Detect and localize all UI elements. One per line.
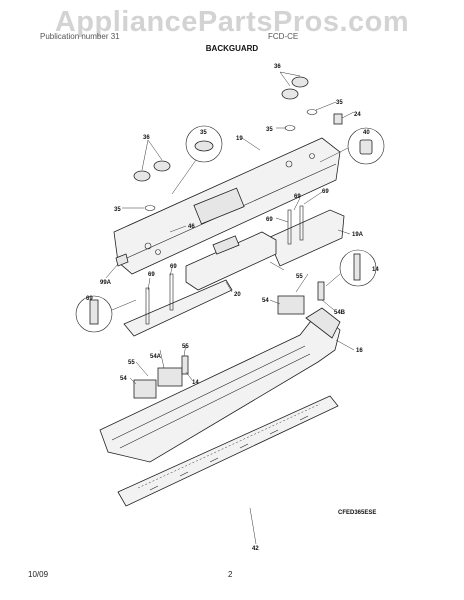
callout-14-right: 14 — [372, 267, 379, 273]
callout-46: 46 — [188, 224, 195, 230]
switch-part-54a — [157, 367, 183, 387]
callout-20: 20 — [234, 292, 241, 298]
leader-lines — [122, 71, 355, 545]
detail-circle-35 — [171, 125, 223, 195]
callout-19: 19 — [236, 136, 243, 142]
callout-69-b: 69 — [294, 194, 301, 200]
callout-24: 24 — [354, 112, 361, 118]
callout-55-right: 55 — [296, 274, 303, 280]
callout-69-d: 69 — [170, 264, 177, 270]
callout-54-left: 54 — [120, 376, 127, 382]
callout-35-mid: 35 — [266, 127, 273, 133]
callout-69-circle: 69 — [86, 296, 93, 302]
clip-part-99a — [105, 253, 129, 279]
callout-99a: 99A — [100, 280, 112, 286]
callout-35-top: 35 — [336, 100, 343, 106]
knob-part-36 — [133, 76, 309, 182]
screw-part-69 — [145, 205, 304, 325]
callout-35-circle: 35 — [200, 130, 207, 136]
sensor-part-14 — [181, 281, 325, 375]
switch-part-54-right — [277, 295, 305, 315]
callout-42: 42 — [252, 546, 259, 552]
detail-circle-40 — [319, 127, 385, 165]
callout-55-left: 55 — [182, 344, 189, 350]
callout-54-right: 54 — [262, 298, 269, 304]
control-board-part-20 — [185, 231, 277, 291]
callout-40: 40 — [363, 130, 370, 136]
page-number: 2 — [228, 570, 233, 579]
detail-circle-14 — [325, 249, 377, 287]
callout-54b: 54B — [334, 310, 346, 316]
trim-strip-part-42 — [117, 395, 339, 507]
callout-69-c: 69 — [266, 217, 273, 223]
detail-circle-69 — [75, 295, 137, 333]
side-panel-part-19a — [267, 209, 345, 267]
callout-16: 16 — [356, 348, 363, 354]
switch-part-54-left — [133, 379, 157, 399]
model-header: FCD-CE — [268, 32, 299, 41]
footer-date: 10/09 — [28, 570, 49, 579]
publication-header: Publication number 31 — [40, 32, 120, 41]
callout-35-left: 35 — [114, 207, 121, 213]
callout-14-left: 14 — [192, 380, 199, 386]
mounting-bracket — [123, 279, 233, 337]
callout-36-top: 36 — [274, 64, 281, 70]
diagram-code: CFED365ESE — [338, 510, 377, 516]
page-title: BACKGUARD — [205, 44, 259, 53]
callout-69-a: 69 — [322, 189, 329, 195]
callout-69-e: 69 — [148, 272, 155, 278]
callout-19a: 19A — [352, 232, 364, 238]
console-panel-part-19 — [113, 137, 341, 275]
callout-36-left: 36 — [143, 135, 150, 141]
callout-labels: 36 35 24 35 40 19 36 35 35 46 69 69 69 1… — [86, 64, 379, 552]
callout-55-lower: 55 — [128, 360, 135, 366]
watermark: AppliancePartsPros.com — [54, 6, 410, 38]
knob-part-24 — [333, 113, 343, 125]
callout-54a: 54A — [150, 354, 162, 360]
end-cap-part-16 — [99, 307, 341, 463]
